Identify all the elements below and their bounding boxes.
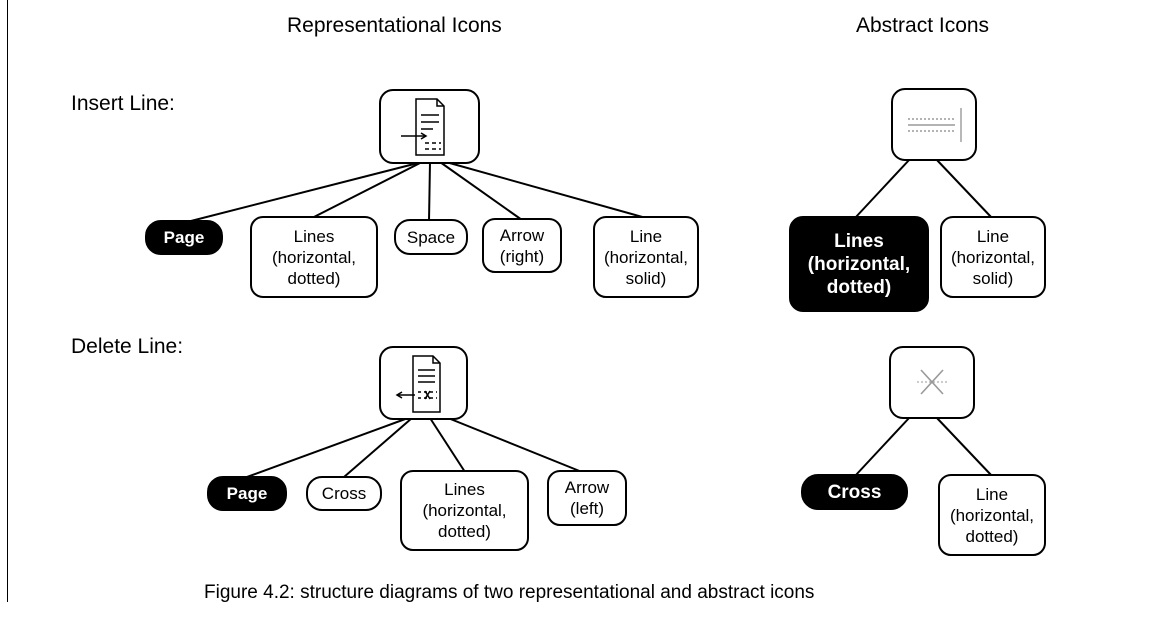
row-label-insert-line: Insert Line: <box>71 92 175 115</box>
node-cross-highlight: Cross <box>801 474 908 510</box>
document-insert-line-icon <box>379 89 480 164</box>
edge-insert-rep-line <box>445 161 647 219</box>
heading-abstract-icons: Abstract Icons <box>856 14 990 37</box>
document-delete-line-icon <box>379 346 468 420</box>
edge-delete-rep-page <box>246 417 409 478</box>
row-label-delete-line: Delete Line: <box>71 335 184 358</box>
edge-insert-rep-space <box>428 161 431 222</box>
heading-representational-icons: Representational Icons <box>287 14 502 37</box>
edge-insert-rep-page <box>186 161 423 223</box>
left-border-line <box>7 0 8 602</box>
node-lines-horizontal-dotted: Lines (horizontal, dotted) <box>250 216 378 298</box>
node-page: Page <box>145 220 223 255</box>
node-lines-horizontal-dotted-highlight: Lines (horizontal, dotted) <box>789 216 929 312</box>
edge-delete-rep-lines <box>429 417 466 473</box>
node-line-horizontal-solid: Line (horizontal, solid) <box>593 216 699 298</box>
edge-delete-abs-cross <box>854 416 911 477</box>
dotted-lines-icon <box>891 88 977 161</box>
edge-insert-rep-lines <box>311 161 423 219</box>
node-cross: Cross <box>306 476 382 511</box>
node-lines-horizontal-dotted: Lines (horizontal, dotted) <box>400 470 529 551</box>
figure-caption: Figure 4.2: structure diagrams of two re… <box>204 582 815 603</box>
edge-delete-abs-line <box>935 416 993 477</box>
edge-insert-abs-line <box>935 158 993 219</box>
edge-delete-rep-cross <box>343 417 413 478</box>
node-arrow-left: Arrow (left) <box>547 470 627 526</box>
node-page: Page <box>207 476 287 511</box>
edge-insert-rep-arrow <box>439 161 523 221</box>
node-arrow-right: Arrow (right) <box>482 218 562 273</box>
node-line-horizontal-solid: Line (horizontal, solid) <box>940 216 1046 298</box>
node-line-horizontal-dotted: Line (horizontal, dotted) <box>938 474 1046 556</box>
node-space: Space <box>394 219 468 255</box>
cross-icon <box>889 346 975 419</box>
edge-insert-abs-lines <box>854 158 911 219</box>
edge-delete-rep-arrow <box>447 417 583 473</box>
